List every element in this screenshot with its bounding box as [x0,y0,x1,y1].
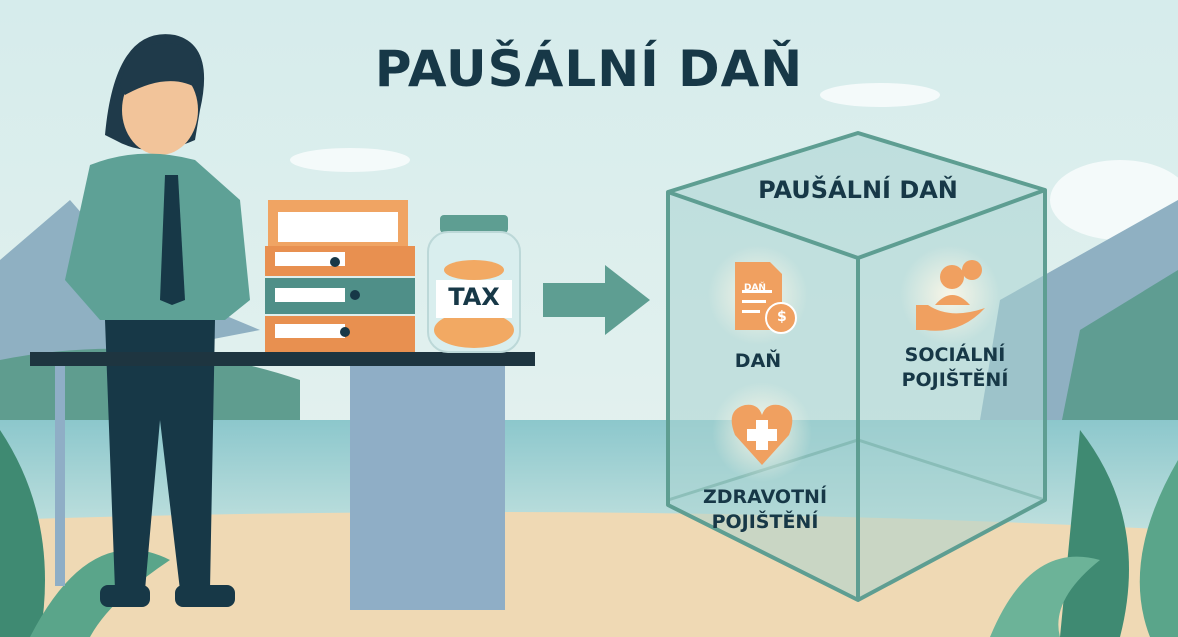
label-line: ZDRAVOTNÍ [702,486,828,508]
desk [30,352,535,610]
label-line: SOCIÁLNÍ [904,344,1006,366]
label-line: POJIŠTĚNÍ [901,369,1009,391]
doc-label: DAŇ [744,283,766,293]
dollar-icon: $ [777,309,787,325]
label-social-insurance: SOCIÁLNÍ POJIŠTĚNÍ [890,343,1020,393]
page-title: PAUŠÁLNÍ DAŇ [374,40,804,98]
jar-label: TAX [448,283,500,311]
businessman [65,34,250,607]
cube-title: PAUŠÁLNÍ DAŇ [758,176,958,204]
label-dan: DAŇ [734,350,782,372]
label-health-insurance: ZDRAVOTNÍ POJIŠTĚNÍ [700,485,830,535]
health-heart-icon [712,382,812,482]
binders-stack [265,200,415,352]
arrow-icon [543,265,650,335]
label-line: POJIŠTĚNÍ [711,511,819,533]
social-care-hand-icon [900,245,1000,345]
tax-document-icon [708,245,808,345]
tax-jar [427,215,521,353]
